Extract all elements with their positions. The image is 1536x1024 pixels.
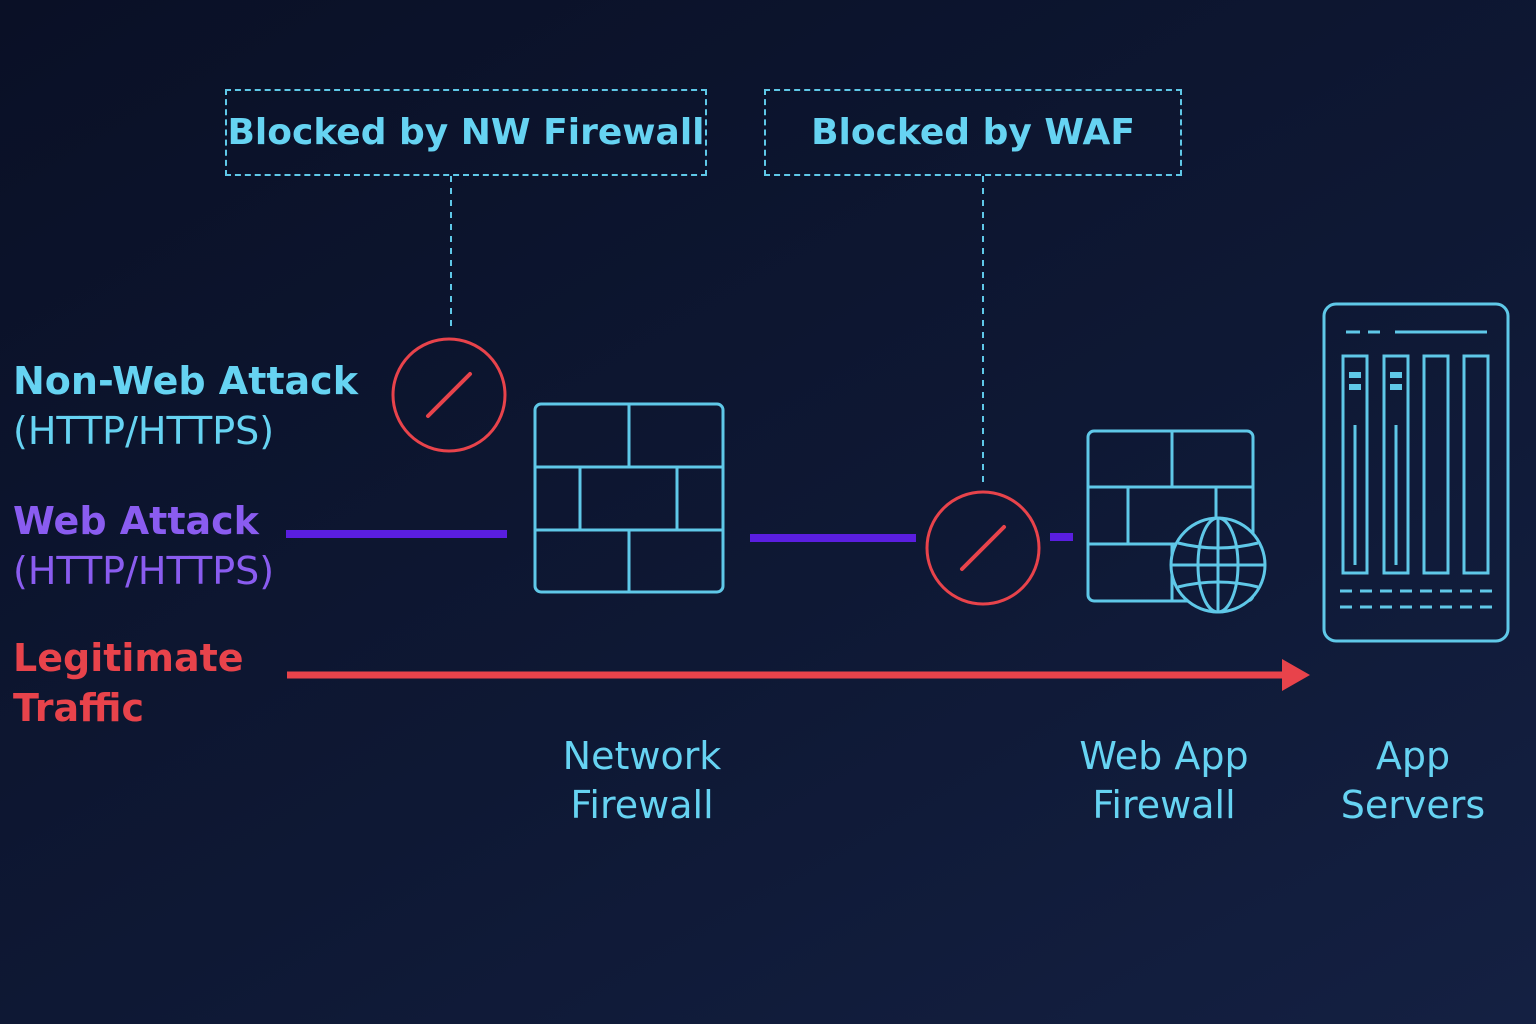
- callout-blocked-nw-firewall: Blocked by NW Firewall: [225, 89, 707, 176]
- node-label-web-app-firewall: Web App Firewall: [1064, 732, 1264, 830]
- server-rack-icon: [1322, 302, 1510, 643]
- legend-legitimate-traffic-title: Legitimate: [13, 636, 244, 680]
- legend-non-web-attack-title: Non-Web Attack: [13, 359, 358, 403]
- callout-blocked-waf-text: Blocked by WAF: [811, 112, 1135, 153]
- node-label-web-app-firewall-line1: Web App: [1079, 734, 1249, 778]
- callout-blocked-nw-firewall-text: Blocked by NW Firewall: [227, 112, 705, 153]
- node-label-network-firewall: Network Firewall: [542, 732, 742, 830]
- callout-blocked-waf: Blocked by WAF: [764, 89, 1182, 176]
- block-icon-nw: [391, 337, 507, 453]
- legend-web-attack-subtitle: (HTTP/HTTPS): [13, 549, 275, 593]
- node-label-app-servers: App Servers: [1313, 732, 1513, 830]
- block-icon-waf: [925, 490, 1041, 606]
- legend-legitimate-traffic: Legitimate Traffic: [13, 633, 244, 733]
- legit-traffic-arrow: [287, 659, 1310, 691]
- node-label-app-servers-line2: Servers: [1340, 783, 1486, 827]
- node-label-network-firewall-line2: Firewall: [570, 783, 714, 827]
- legend-web-attack: Web Attack (HTTP/HTTPS): [13, 496, 274, 596]
- legend-web-attack-title: Web Attack: [13, 499, 259, 543]
- brick-wall-globe-icon: [1086, 429, 1267, 614]
- node-label-network-firewall-line1: Network: [562, 734, 722, 778]
- brick-wall-icon: [533, 402, 725, 594]
- legend-non-web-attack: Non-Web Attack (HTTP/HTTPS): [13, 356, 358, 456]
- node-label-app-servers-line1: App: [1375, 734, 1451, 778]
- legend-non-web-attack-subtitle: (HTTP/HTTPS): [13, 409, 275, 453]
- legend-legitimate-traffic-subtitle: Traffic: [13, 686, 145, 730]
- node-label-web-app-firewall-line2: Firewall: [1092, 783, 1236, 827]
